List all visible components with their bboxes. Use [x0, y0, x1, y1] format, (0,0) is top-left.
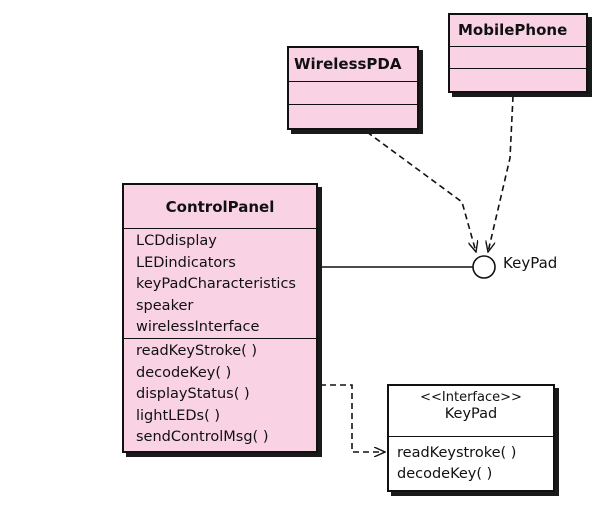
control-panel-attributes: LCDdisplay LEDindicators keyPadCharacter… — [124, 229, 316, 339]
operation-item: decodeKey( ) — [136, 364, 232, 381]
control-panel-name: ControlPanel — [124, 185, 316, 229]
attribute-item: speaker — [136, 297, 194, 314]
mobile-phone-operations — [450, 69, 586, 91]
control-panel-class: ControlPanel LCDdisplay LEDindicators ke… — [122, 183, 318, 453]
mobile-phone-name: MobilePhone — [450, 15, 586, 47]
operation-item: readKeystroke( ) — [397, 445, 517, 461]
phone-dependency-line — [488, 95, 514, 252]
operation-item: displayStatus( ) — [136, 386, 250, 402]
keypad-interface-class: <<Interface>> KeyPad readKeystroke( ) de… — [387, 384, 555, 492]
interface-stereotype: <<Interface>> — [420, 390, 522, 405]
wireless-pda-name: WirelessPDA — [289, 48, 417, 82]
attribute-item: LEDindicators — [136, 254, 236, 271]
operation-item: sendControlMsg( ) — [136, 429, 269, 445]
attribute-item: wirelessInterface — [136, 319, 260, 335]
keypad-lollipop-label: KeyPad — [503, 254, 558, 272]
keypad-interface-name: KeyPad — [389, 406, 553, 437]
mobile-phone-attributes — [450, 47, 586, 69]
operation-item: decodeKey( ) — [397, 466, 493, 482]
keypad-lollipop-icon — [472, 255, 496, 279]
wireless-pda-class: WirelessPDA — [287, 46, 419, 130]
pda-dependency-line — [366, 131, 476, 252]
wireless-pda-attributes — [289, 82, 417, 105]
attribute-item: LCDdisplay — [136, 233, 217, 249]
control-panel-operations: readKeyStroke( ) decodeKey( ) displaySta… — [124, 339, 316, 449]
wireless-pda-operations — [289, 105, 417, 128]
operation-item: lightLEDs( ) — [136, 407, 221, 424]
interface-dependency-line — [320, 384, 385, 452]
keypad-interface-operations: readKeystroke( ) decodeKey( ) — [389, 437, 553, 485]
attribute-item: keyPadCharacteristics — [136, 276, 296, 292]
mobile-phone-class: MobilePhone — [448, 13, 588, 93]
operation-item: readKeyStroke( ) — [136, 343, 258, 359]
